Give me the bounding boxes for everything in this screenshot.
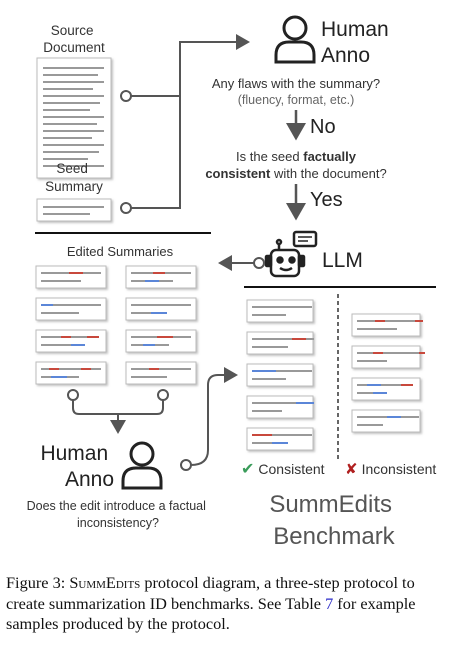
benchmark-title: SummEdits Benchmark [269,491,398,550]
summary-card [351,377,421,401]
human-anno-top-label: Human Anno [321,18,395,67]
summary-card [246,331,314,355]
summary-card [125,297,197,321]
cross-icon: ✘ [345,461,358,478]
arrow-to-benchmark [190,367,238,466]
edited-connector [67,389,169,434]
input-connector [120,34,250,214]
seed-summary-icon [36,198,112,222]
question-flaws: Any flaws with the summary? [212,76,380,91]
summary-card [351,409,421,433]
summedits-protocol-diagram: Source Document Seed Summary Human Anno … [27,15,436,550]
human-anno-bottom-label: Human Anno [40,442,114,491]
summary-card [246,395,314,419]
summary-card [351,345,425,369]
benchmark-cards [246,299,425,451]
llm-label: LLM [322,249,363,272]
summary-card [246,299,314,323]
consistent-legend: ✔Consistent [241,461,325,478]
inconsistent-legend: ✘Inconsistent [345,461,436,478]
human-annotator-icon-bottom [121,441,163,490]
seed-summary-label: Seed Summary [45,161,103,194]
summary-card [125,361,197,385]
summary-card [125,329,197,353]
answer-no: No [310,116,336,138]
edited-summaries-label: Edited Summaries [67,244,174,259]
summary-card [246,427,314,451]
figure-caption: Figure 3: SummEdits protocol diagram, a … [6,573,416,633]
summary-card [35,329,107,353]
table-reference-link[interactable]: 7 [325,593,334,613]
annotation-connector [180,459,192,471]
question-consistency-line1: Is the seed factually [236,149,357,164]
edited-summaries-grid [35,265,197,385]
summary-card [125,265,197,289]
summary-card [35,297,107,321]
question-edit: Does the edit introduce a factual incons… [27,499,210,530]
robot-icon [264,230,318,278]
summary-card [351,313,423,337]
llm-connector [253,257,265,269]
summary-card [35,361,107,385]
summary-card [246,363,314,387]
question-flaws-sub: (fluency, format, etc.) [238,93,354,107]
check-icon: ✔ [241,461,254,478]
question-consistency-line2: consistent with the document? [205,166,386,181]
answer-yes: Yes [310,189,343,211]
human-annotator-icon [274,15,316,64]
summary-card [35,265,107,289]
source-document-icon [36,57,112,179]
source-document-label: Source Document [43,23,105,55]
